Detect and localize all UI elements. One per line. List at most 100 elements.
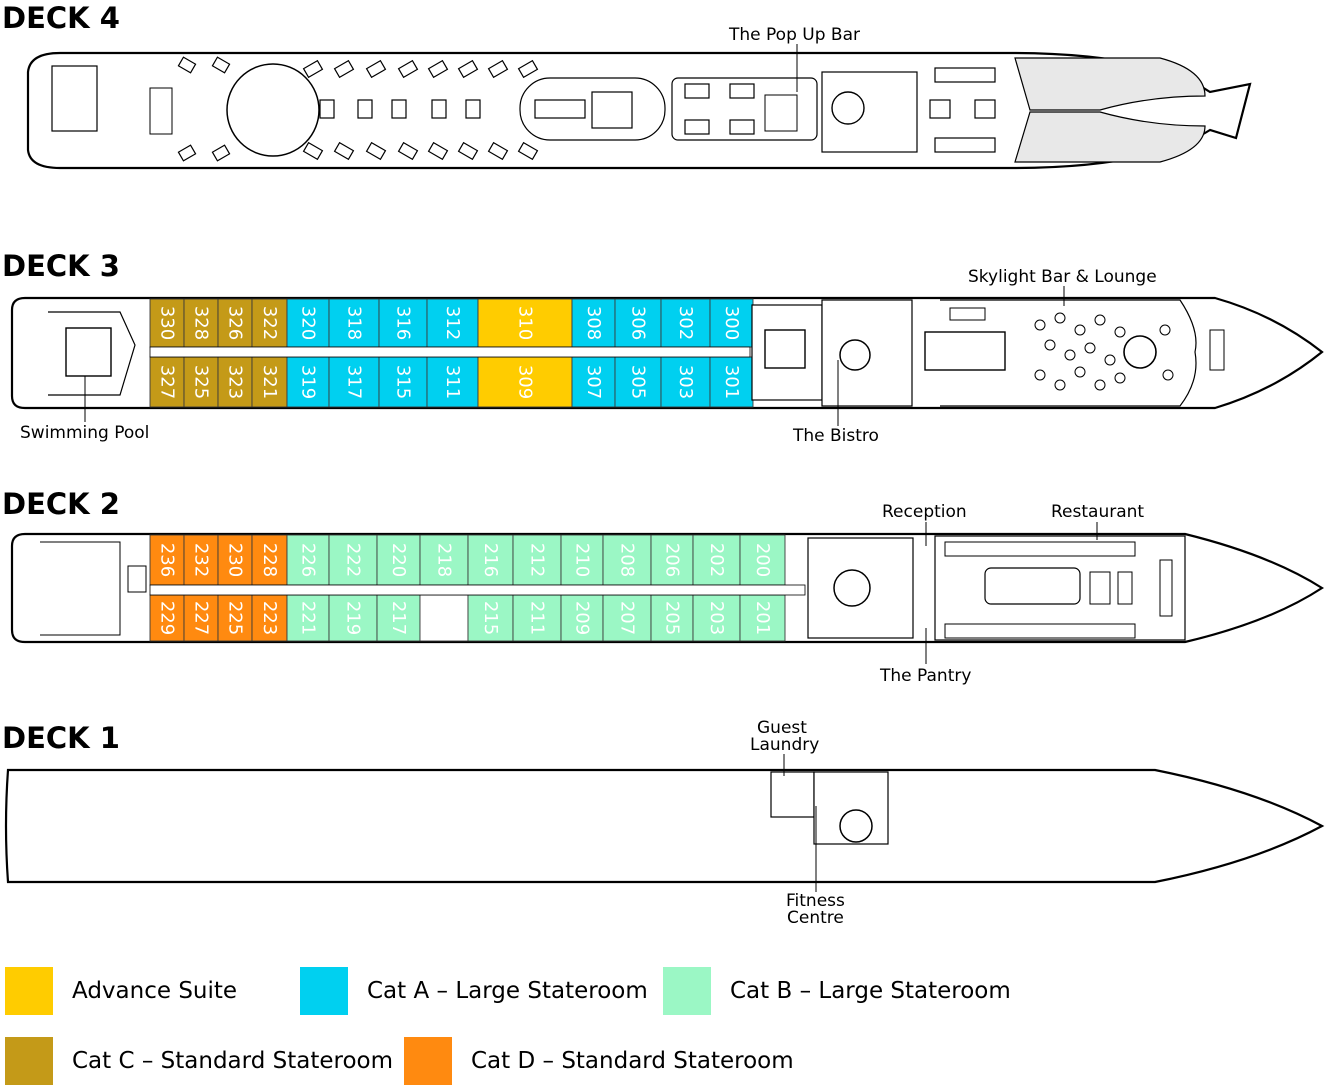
legend-item-cat-c: Cat C – Standard Stateroom: [5, 1037, 393, 1085]
cabin-number-307: 307: [583, 365, 604, 399]
deck-3-lounge-curve: [940, 299, 1197, 407]
deck-4-bow-mesh-bottom: [1014, 111, 1206, 163]
label-laundry: Laundry: [750, 735, 819, 755]
deck-3-swimming-pool: [65, 327, 112, 377]
cabin-number-311: 311: [442, 365, 463, 399]
cabin-number-236: 236: [157, 543, 178, 577]
legend-item-cat-d: Cat D – Standard Stateroom: [404, 1037, 794, 1085]
legend-label: Cat D – Standard Stateroom: [471, 1048, 794, 1074]
cabin-number-206: 206: [662, 543, 683, 577]
cabin-number-210: 210: [572, 543, 593, 577]
label-centre: Centre: [787, 908, 844, 928]
cabin-number-325: 325: [191, 365, 212, 399]
legend: Advance Suite Cat A – Large Stateroom Ca…: [0, 960, 1325, 1086]
cabin-number-220: 220: [388, 543, 409, 577]
cabin-number-212: 212: [527, 543, 548, 577]
label-guest: Guest: [757, 718, 807, 738]
deck-plan-diagram: DECK 4: [2, 1, 1325, 928]
deck-1-hull: [4, 768, 1325, 884]
deck-4-bar-counter: [764, 94, 798, 132]
deck-4-furniture: [177, 56, 996, 162]
cabin-number-323: 323: [225, 365, 246, 399]
cabin-232: [183, 534, 219, 586]
legend-item-cat-a: Cat A – Large Stateroom: [300, 967, 648, 1015]
cabin-317: [328, 356, 380, 408]
deck-3-lounge-furniture: [949, 307, 1225, 391]
cabin-203: [692, 594, 741, 642]
legend-swatch: [663, 967, 711, 1015]
cabin-number-321: 321: [259, 365, 280, 399]
cabin-330: [149, 298, 185, 348]
cabin-number-330: 330: [157, 306, 178, 340]
cabin-number-228: 228: [259, 543, 280, 577]
deck-3-lounge-round-table: [1123, 335, 1157, 369]
cabin-number-215: 215: [480, 601, 501, 635]
deck-2-buffet-counter: [984, 567, 1081, 605]
cabin-number-320: 320: [298, 306, 319, 340]
cabin-number-203: 203: [706, 601, 727, 635]
cabin-number-312: 312: [442, 306, 463, 340]
cabin-number-303: 303: [675, 365, 696, 399]
cabin-number-310: 310: [515, 306, 536, 340]
deck-4-round-feature: [226, 63, 320, 157]
legend-label: Cat B – Large Stateroom: [730, 978, 1011, 1004]
cabin-number-306: 306: [628, 306, 649, 340]
label-reception: Reception: [882, 502, 967, 522]
cabin-226: [286, 534, 330, 586]
cabin-number-327: 327: [157, 365, 178, 399]
cabin-305: [614, 356, 662, 408]
legend-swatch: [5, 1037, 53, 1085]
legend-item-advance-suite: Advance Suite: [5, 967, 237, 1015]
legend-swatch: [300, 967, 348, 1015]
cabin-number-326: 326: [225, 306, 246, 340]
cabin-number-328: 328: [191, 306, 212, 340]
cabin-number-308: 308: [583, 306, 604, 340]
cabin-number-301: 301: [721, 365, 742, 399]
cabin-303: [660, 356, 711, 408]
deck-3-bar-counter: [924, 331, 1006, 371]
cabin-311: [426, 356, 479, 408]
cabin-326: [217, 298, 253, 348]
legend-item-cat-b: Cat B – Large Stateroom: [663, 967, 1011, 1015]
cabin-236: [149, 534, 185, 586]
cabin-number-227: 227: [191, 601, 212, 635]
deck-2-staircase-icon: [833, 569, 871, 607]
deck-4-stern-loungers: [149, 87, 173, 135]
cabin-number-315: 315: [393, 365, 414, 399]
label-fitness: Fitness: [786, 891, 845, 911]
deck-1-section: DECK 1 Guest Laundry Fitness Centre: [2, 718, 1325, 928]
cabin-number-211: 211: [527, 601, 548, 635]
cabin-number-222: 222: [343, 543, 364, 577]
deck-4-stern-structure: [51, 65, 98, 132]
cabin-201: [739, 594, 786, 642]
deck-4-helm-icon: [831, 91, 865, 125]
cabin-number-209: 209: [572, 601, 593, 635]
cabin-number-208: 208: [617, 543, 638, 577]
label-the-pantry: The Pantry: [879, 666, 971, 686]
cabin-number-201: 201: [752, 601, 773, 635]
cabin-229: [149, 594, 185, 642]
label-restaurant: Restaurant: [1051, 502, 1144, 522]
cabin-202: [692, 534, 741, 586]
cabin-206: [650, 534, 694, 586]
cabin-number-221: 221: [298, 601, 319, 635]
cabin-number-300: 300: [721, 306, 742, 340]
cabin-number-305: 305: [628, 365, 649, 399]
cabin-219: [328, 594, 378, 642]
legend-label: Advance Suite: [72, 978, 238, 1004]
deck-3-staircase-icon: [839, 339, 871, 371]
deck-2-stern-outline: [40, 541, 121, 636]
cabin-308: [571, 298, 616, 348]
deck-2-title: DECK 2: [2, 487, 120, 521]
label-skylight-bar-lounge: Skylight Bar & Lounge: [968, 267, 1157, 287]
cabin-212: [512, 534, 562, 586]
deck-3-title: DECK 3: [2, 249, 120, 283]
deck-2-restaurant-tables: [944, 541, 1173, 639]
cabin-number-317: 317: [344, 365, 365, 399]
cabin-225: [217, 594, 253, 642]
deck-1-title: DECK 1: [2, 721, 120, 755]
cabin-number-216: 216: [480, 543, 501, 577]
cabin-number-302: 302: [675, 306, 696, 340]
